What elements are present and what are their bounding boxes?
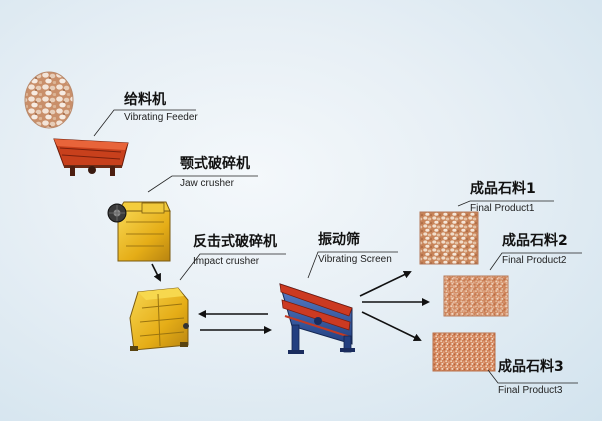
product3-en-label: Final Product3	[498, 385, 562, 397]
product2-en-label: Final Product2	[502, 255, 566, 267]
final-product2-stones	[444, 276, 508, 316]
product1-en-label: Final Product1	[470, 203, 534, 215]
feeder-en-label: Vibrating Feeder	[124, 112, 198, 124]
product2-cn-label: 成品石料2	[502, 233, 568, 249]
screen-to-product1-arrow	[360, 272, 410, 296]
vibrating-feeder-machine	[54, 139, 128, 176]
vibrating-screen-machine	[280, 284, 355, 354]
impact-crusher-cn-label: 反击式破碎机	[193, 234, 277, 250]
product1-cn-label: 成品石料1	[470, 181, 536, 197]
raw-stone-icon	[25, 72, 73, 128]
jaw-crusher-machine	[108, 202, 170, 261]
jaw-to-impact-arrow	[152, 264, 160, 280]
final-product3-stones	[433, 333, 495, 371]
impact-crusher-en-label: Impact crusher	[193, 256, 259, 268]
final-product1-stones	[420, 212, 478, 264]
screen-to-product3-arrow	[362, 312, 420, 340]
vibrating-screen-en-label: Vibrating Screen	[318, 254, 392, 266]
product3-cn-label: 成品石料3	[498, 359, 564, 375]
vibrating-screen-cn-label: 振动筛	[318, 232, 360, 248]
feeder-cn-label: 给料机	[124, 92, 166, 108]
jaw-crusher-en-label: Jaw crusher	[180, 178, 234, 190]
impact-crusher-machine	[130, 288, 189, 351]
jaw-crusher-cn-label: 颚式破碎机	[180, 156, 250, 172]
